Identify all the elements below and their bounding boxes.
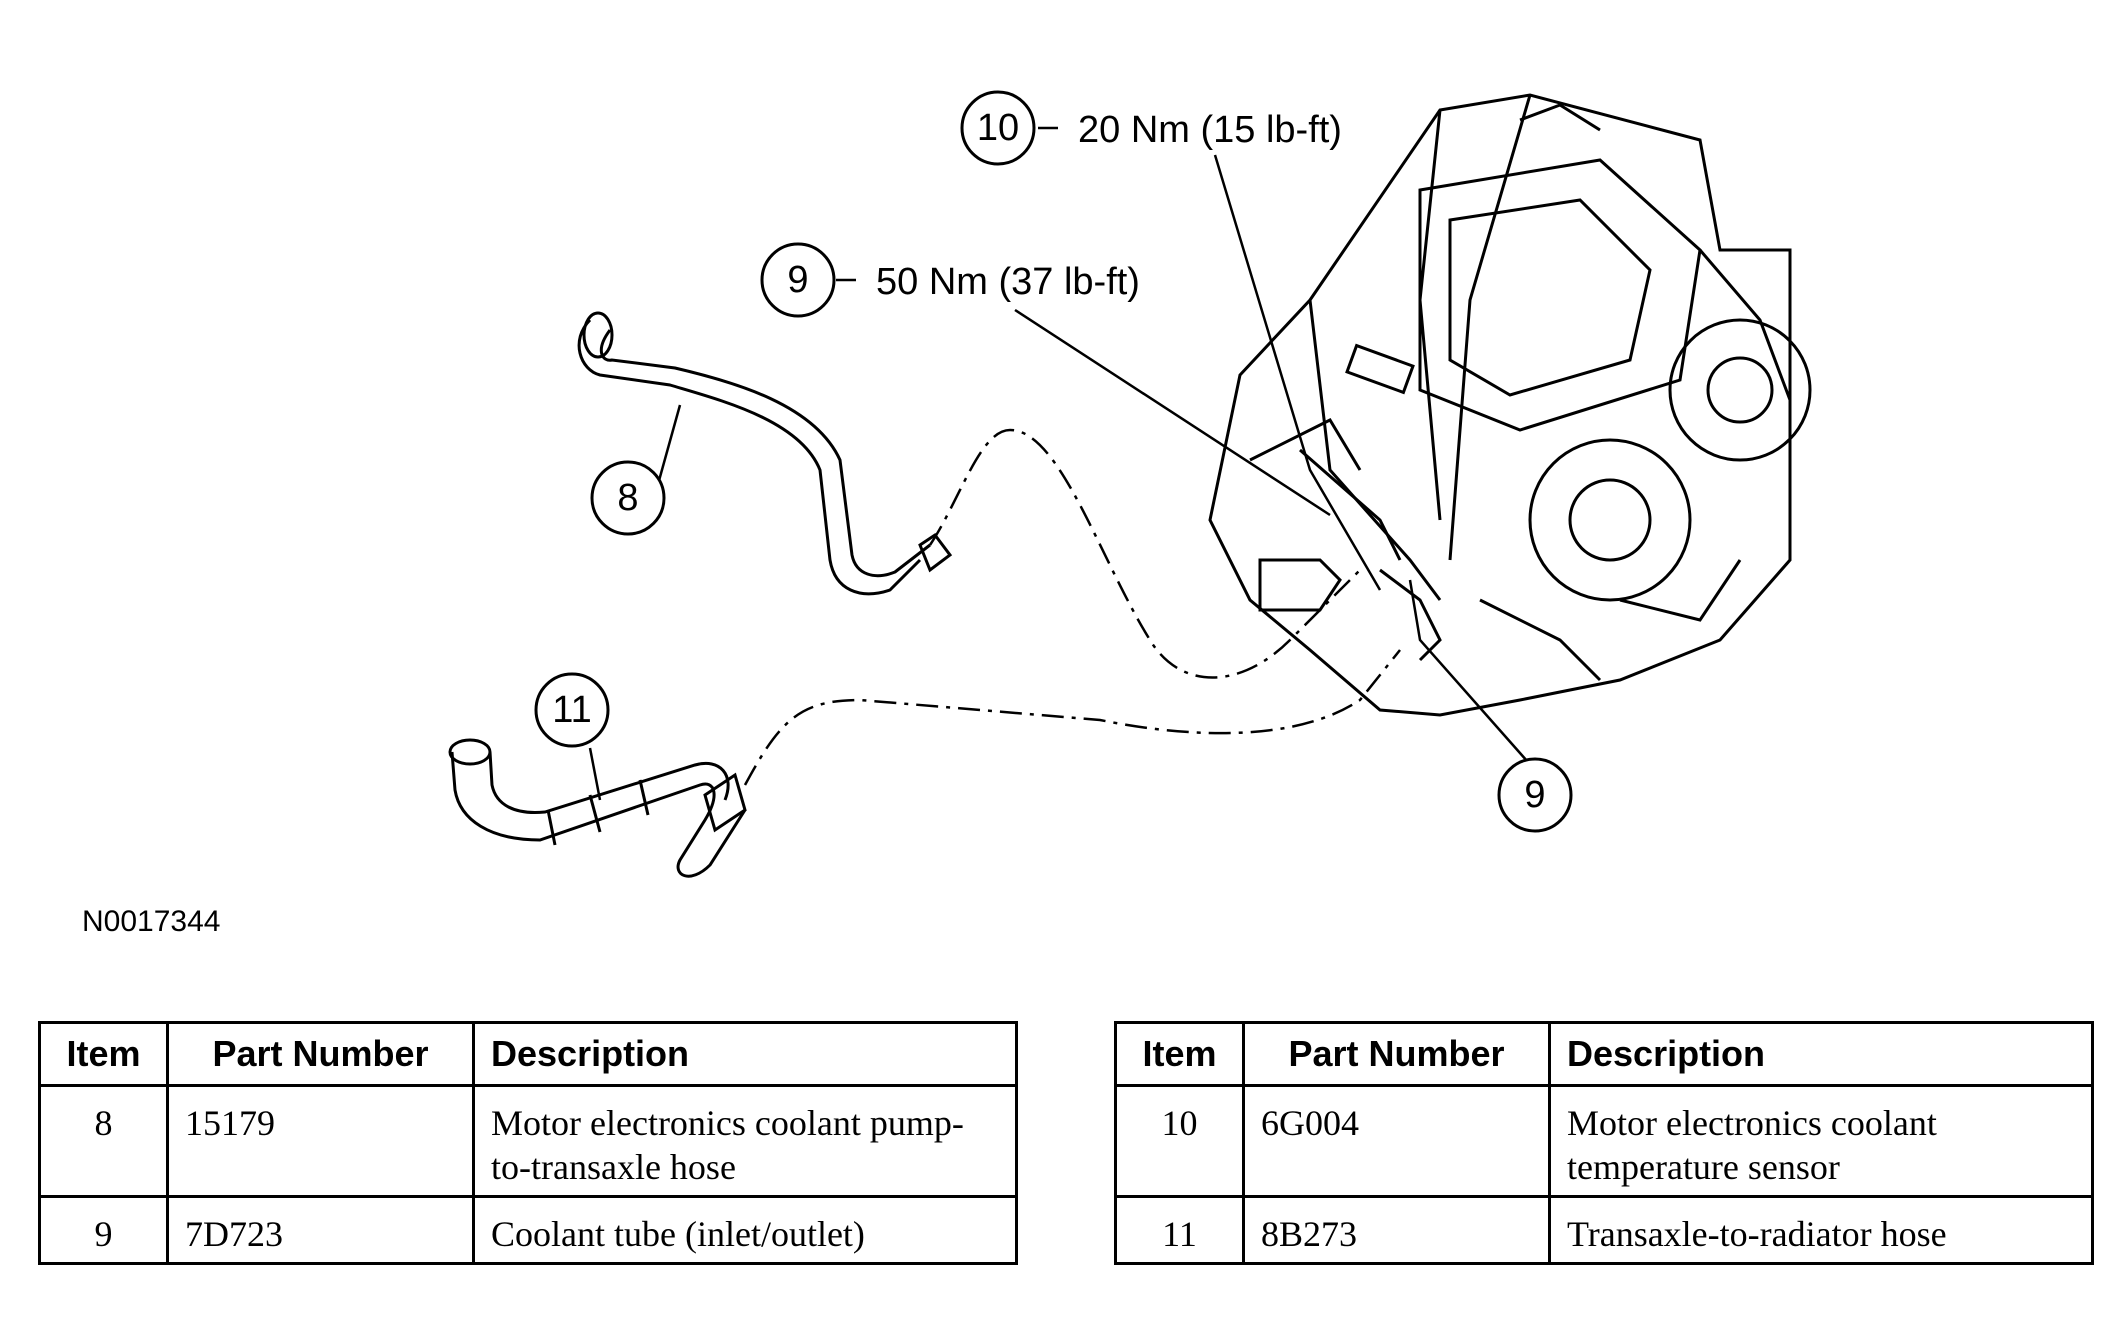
table-header-row: Item Part Number Description	[1114, 1021, 2094, 1087]
exploded-diagram: 10 20 Nm (15 lb-ft) 9 50 Nm (37 lb-ft) 8…	[448, 90, 1812, 878]
callout-9-bottom-number: 9	[1524, 774, 1545, 816]
callout-8-number: 8	[617, 477, 638, 519]
callout-10-torque: 20 Nm (15 lb-ft)	[1078, 109, 1342, 151]
callout-8: 8	[590, 460, 666, 536]
figure-id: N0017344	[82, 905, 221, 938]
callout-9-top-number: 9	[787, 259, 808, 301]
header-description: Description	[1548, 1021, 2094, 1087]
header-item: Item	[38, 1021, 169, 1087]
table-row: 9 7D723 Coolant tube (inlet/outlet)	[38, 1195, 1018, 1265]
table-row: 8 15179 Motor electronics coolant pump-t…	[38, 1084, 1018, 1198]
callout-11-number: 11	[552, 689, 591, 731]
callout-10: 10 20 Nm (15 lb-ft)	[960, 90, 1342, 166]
callout-9-top: 9 50 Nm (37 lb-ft)	[760, 242, 1140, 318]
table-header-row: Item Part Number Description	[38, 1021, 1018, 1087]
row-description: Motor electronics coolant pump-to-transa…	[472, 1084, 1018, 1198]
row-description: Motor electronics coolant temperature se…	[1548, 1084, 2094, 1198]
callout-9-top-torque: 50 Nm (37 lb-ft)	[876, 261, 1140, 303]
header-description: Description	[472, 1021, 1018, 1087]
header-part-number: Part Number	[1242, 1021, 1551, 1087]
row-item: 9	[38, 1195, 169, 1265]
header-item: Item	[1114, 1021, 1245, 1087]
parts-table-right: Item Part Number Description 10 6G004 Mo…	[1114, 1021, 2094, 1265]
row-part-number: 6G004	[1242, 1084, 1551, 1198]
table-row: 10 6G004 Motor electronics coolant tempe…	[1114, 1084, 2094, 1198]
transaxle-illustration	[1208, 93, 1812, 717]
parts-table-left: Item Part Number Description 8 15179 Mot…	[38, 1021, 1018, 1265]
callout-10-number: 10	[977, 107, 1019, 149]
routing-lines	[743, 428, 1401, 786]
row-description: Coolant tube (inlet/outlet)	[472, 1195, 1018, 1265]
callout-11: 11	[534, 672, 610, 748]
row-part-number: 8B273	[1242, 1195, 1551, 1265]
header-part-number: Part Number	[166, 1021, 475, 1087]
hose-8-illustration	[577, 311, 953, 596]
row-description: Transaxle-to-radiator hose	[1548, 1195, 2094, 1265]
row-item: 11	[1114, 1195, 1245, 1265]
hose-11-illustration	[448, 738, 747, 878]
row-item: 8	[38, 1084, 169, 1198]
row-part-number: 15179	[166, 1084, 475, 1198]
leader-lines	[588, 126, 1536, 801]
callout-9-bottom: 9	[1497, 757, 1573, 833]
row-part-number: 7D723	[166, 1195, 475, 1265]
row-item: 10	[1114, 1084, 1245, 1198]
table-row: 11 8B273 Transaxle-to-radiator hose	[1114, 1195, 2094, 1265]
